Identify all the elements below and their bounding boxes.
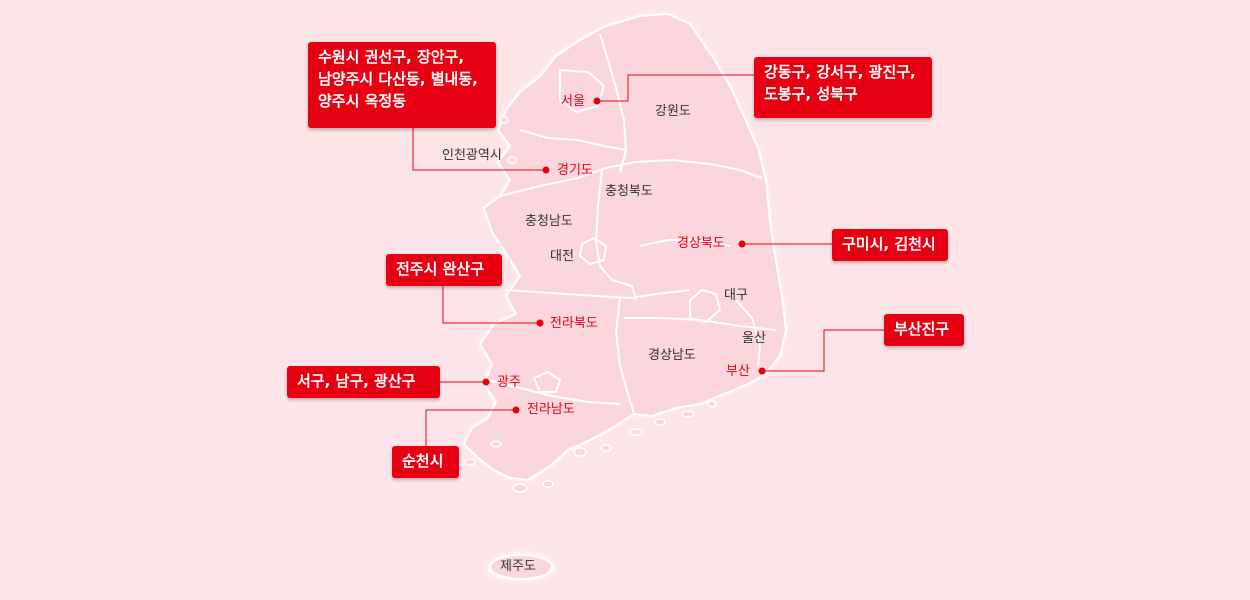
- region-label-daegu: 대구: [724, 288, 748, 303]
- region-label-seoul: 서울: [561, 94, 585, 109]
- callout-busan-areas: 부산진구: [884, 314, 964, 346]
- region-label-gyeongnam: 경상남도: [648, 348, 696, 363]
- location-dots: [482, 97, 766, 414]
- region-label-ulsan: 울산: [742, 331, 766, 346]
- region-label-daejeon: 대전: [550, 249, 574, 264]
- dot-gwangju: [482, 378, 490, 386]
- callout-gyeonggi-areas: 수원시 권선구, 장안구, 남양주시 다산동, 별내동, 양주시 옥정동: [308, 42, 496, 128]
- region-label-chungbuk: 충청북도: [605, 184, 653, 199]
- callout-gwangju-areas: 서구, 남구, 광산구: [287, 366, 440, 398]
- region-label-gyeongbuk: 경상북도: [677, 236, 725, 251]
- dot-jeonnam: [512, 406, 520, 414]
- callout-jeonbuk-areas: 전주시 완산구: [386, 254, 502, 286]
- mainland-shape: [462, 12, 788, 482]
- callout-jeonnam-areas: 순천시: [392, 446, 459, 478]
- callout-leader-lines: [412, 74, 884, 448]
- jeju-island-shape: [489, 554, 553, 580]
- region-label-chungnam: 충청남도: [525, 214, 573, 229]
- region-label-jeonnam: 전라남도: [527, 402, 575, 417]
- region-label-jeju: 제주도: [500, 559, 536, 574]
- callout-seoul-areas: 강동구, 강서구, 광진구, 도봉구, 성북구: [754, 57, 932, 118]
- dot-busan: [758, 367, 766, 375]
- region-label-busan: 부산: [726, 364, 750, 379]
- dot-seoul: [593, 97, 601, 105]
- region-label-gangwon: 강원도: [655, 104, 691, 119]
- dot-jeonbuk: [536, 319, 544, 327]
- callout-gyeongbuk-areas: 구미시, 김천시: [832, 229, 948, 261]
- region-label-gyeonggi: 경기도: [557, 163, 593, 178]
- region-label-incheon: 인천광역시: [442, 148, 502, 163]
- dot-gyeonggi: [542, 166, 550, 174]
- region-label-gwangju: 광주: [497, 375, 521, 390]
- dot-gyeongbuk: [738, 240, 746, 248]
- region-label-jeonbuk: 전라북도: [550, 316, 598, 331]
